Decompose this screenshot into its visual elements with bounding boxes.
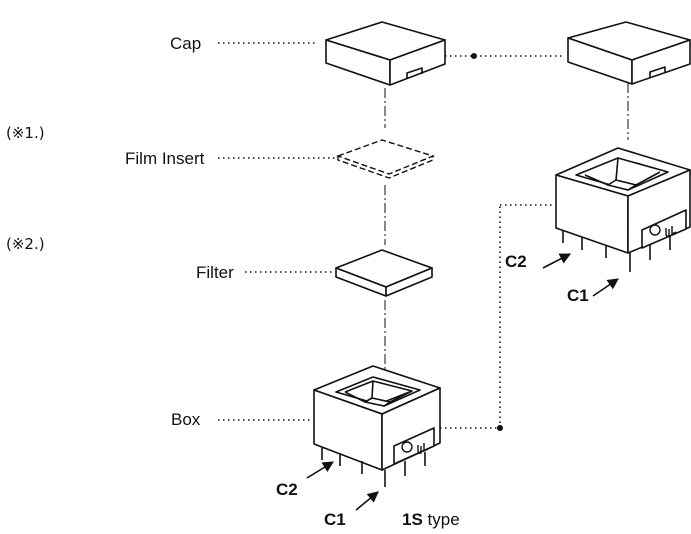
box-part bbox=[313, 365, 441, 487]
label-filter: Filter bbox=[196, 263, 234, 282]
type-code: 1S bbox=[402, 510, 423, 529]
note-1: (※1.) bbox=[6, 124, 45, 142]
pointer-arrows bbox=[306, 253, 619, 511]
junction-dot-bottom bbox=[497, 425, 503, 431]
ul-mark-right bbox=[649, 224, 677, 237]
label-film-insert: Film Insert bbox=[125, 149, 205, 168]
type-suffix: type bbox=[422, 510, 460, 529]
label-c2-right: C2 bbox=[505, 252, 527, 271]
arrow-c2-left bbox=[306, 461, 334, 479]
label-cap: Cap bbox=[170, 34, 202, 53]
arrow-c1-right bbox=[592, 278, 619, 297]
label-type: 1S type bbox=[402, 511, 460, 528]
arrow-c2-right bbox=[542, 253, 571, 269]
leader-lines bbox=[218, 42, 565, 429]
cap-part bbox=[325, 21, 446, 86]
note-2: (※2.) bbox=[6, 235, 45, 253]
assembly-axis bbox=[384, 83, 629, 372]
arrow-c1-left bbox=[355, 491, 379, 511]
filter-part bbox=[335, 249, 433, 297]
label-box: Box bbox=[171, 410, 201, 429]
junction-dot-top bbox=[471, 53, 477, 59]
label-c1: C1 bbox=[324, 510, 346, 529]
assembled-box bbox=[555, 147, 691, 272]
assembled-cap bbox=[567, 21, 691, 85]
label-c2: C2 bbox=[276, 480, 298, 499]
label-c1-right: C1 bbox=[567, 286, 589, 305]
film-insert-part bbox=[335, 139, 436, 179]
ul-mark-left bbox=[401, 441, 429, 454]
